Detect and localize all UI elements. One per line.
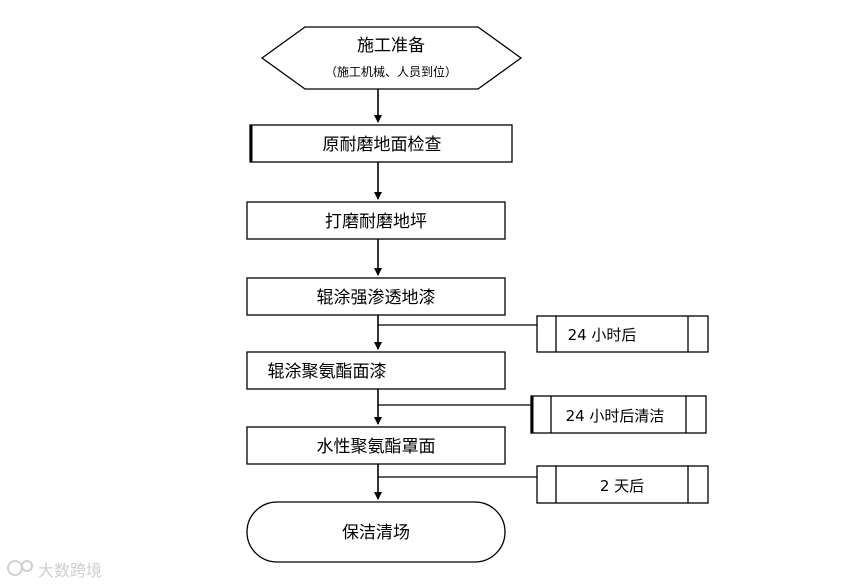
- step-1-label: 原耐磨地面检查: [323, 135, 442, 155]
- note-1-box: 24 小时后: [536, 315, 709, 353]
- step-4-label: 辊涂聚氨酯面漆: [268, 362, 387, 382]
- start-subtitle: （施工机械、人员到位）: [325, 64, 457, 79]
- end-label: 保洁清场: [342, 523, 410, 543]
- note-3-label: 2 天后: [600, 477, 644, 495]
- step-2-label: 打磨耐磨地坪: [325, 212, 427, 232]
- end-node: 保洁清场: [246, 501, 506, 563]
- step-2-box: 打磨耐磨地坪: [246, 201, 506, 240]
- step-5-box: 水性聚氨酯罩面: [246, 426, 506, 465]
- watermark-logo-icon: [7, 560, 23, 576]
- watermark-text: 大数跨境: [38, 561, 102, 580]
- step-1-box: 原耐磨地面检查: [249, 124, 513, 163]
- note-1-label: 24 小时后: [568, 326, 637, 344]
- step-4-box: 辊涂聚氨酯面漆: [246, 351, 506, 390]
- note-3-box: 2 天后: [536, 465, 709, 504]
- note-2-box: 24 小时后清洁: [530, 395, 707, 434]
- start-title: 施工准备: [357, 36, 425, 56]
- step-3-label: 辊涂强渗透地漆: [317, 288, 436, 308]
- step-5-label: 水性聚氨酯罩面: [317, 437, 436, 457]
- note-2-label: 24 小时后清洁: [566, 407, 665, 425]
- step-3-box: 辊涂强渗透地漆: [246, 277, 506, 316]
- watermark: 大数跨境: [7, 560, 102, 580]
- start-node: 施工准备 （施工机械、人员到位）: [260, 26, 523, 90]
